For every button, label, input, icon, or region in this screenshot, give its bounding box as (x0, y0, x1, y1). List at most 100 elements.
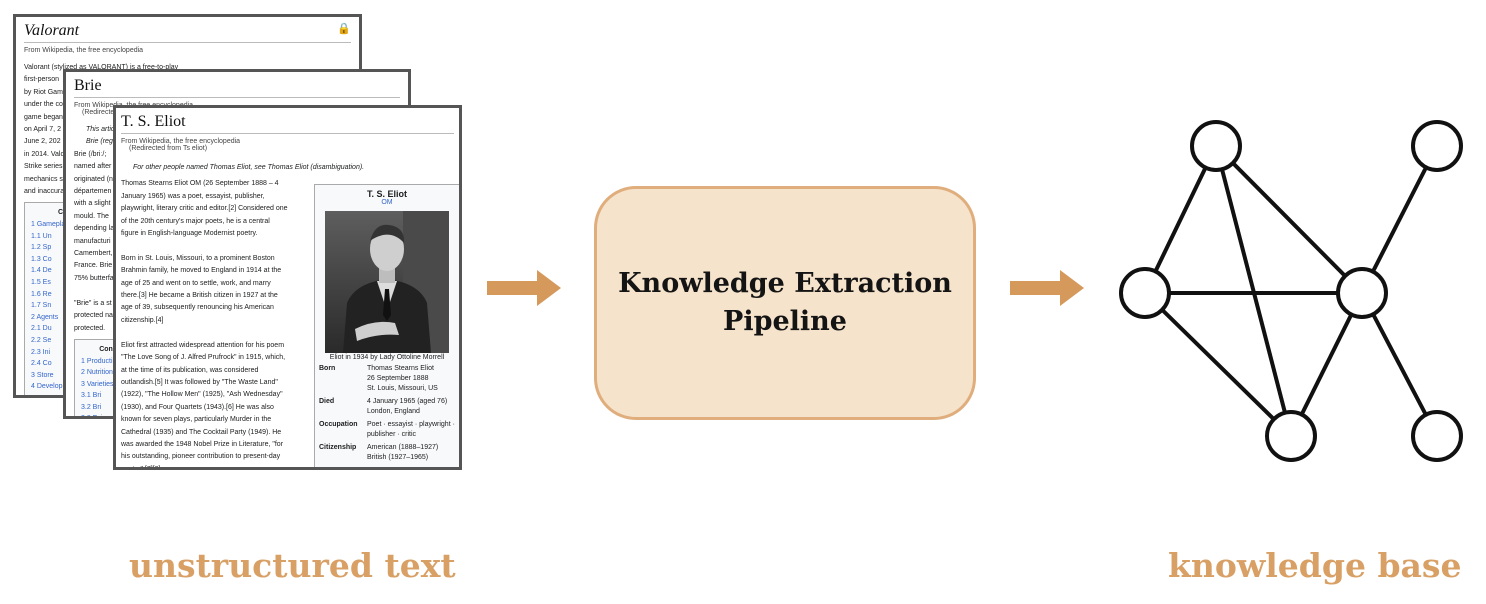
infobox-caption: Eliot in 1934 by Lady Ottoline Morrell (329, 354, 445, 361)
text-line (121, 240, 311, 252)
page-subtitle: From Wikipedia, the free encyclopedia (24, 47, 144, 54)
text-line: Cathedral (1935) and The Cocktail Party … (121, 428, 282, 436)
graph-node (1411, 120, 1463, 172)
text-line: his outstanding, pioneer contribution to… (121, 453, 281, 461)
graph-node (1336, 267, 1388, 319)
text-line: Thomas Stearns Eliot OM (26 September 18… (121, 180, 279, 188)
toc-item: 3.3 Exi (81, 415, 103, 419)
redirect-note: (Redirected from Ts eliot) (129, 145, 208, 152)
text-line: named after (74, 163, 112, 171)
text-line: France. Brie (74, 262, 113, 270)
toc-item: 3 Varieties (81, 380, 114, 388)
infobox-honor: OM (381, 199, 393, 206)
text-line: Born in St. Louis, Missouri, to a promin… (121, 254, 275, 262)
page-title: T. S. Eliot (121, 113, 454, 134)
text-line: game began (24, 113, 63, 121)
text-line: playwright, literary critic and editor.[… (121, 205, 288, 213)
toc-item: 1 Gamepla (31, 221, 66, 229)
text-line: known for seven plays, particularly Murd… (121, 416, 272, 424)
text-line: Brie (/briː/; (74, 150, 107, 158)
arrow-right-icon (487, 270, 561, 306)
portrait-photo (325, 211, 449, 353)
text-line: age of 25 and went on to settle, work, a… (121, 279, 271, 287)
text-line: mould. The (74, 212, 109, 220)
arrow-right-icon (1010, 270, 1084, 306)
infobox: T. S. Eliot OM Eliot in 1934 by Lady Ott… (314, 184, 459, 467)
caption-knowledge-base: knowledge base (1168, 546, 1462, 585)
text-line: Valorant (stylized as VALORANT) is a fre… (24, 64, 179, 71)
text-line: Camembert, (74, 250, 113, 258)
toc-item: 2.4 Co (31, 360, 52, 368)
article-text: Thomas Stearns Eliot OM (26 September 18… (121, 178, 311, 470)
graph-edge (1289, 292, 1364, 437)
text-line: manufacturi (74, 237, 111, 245)
infobox-value: British (1927–1965) (367, 454, 429, 461)
text-line: citizenship.[4] (121, 316, 164, 324)
infobox-value: publisher · critic (367, 431, 417, 438)
text-line: on April 7, 2 (24, 126, 61, 134)
toc-item: 1 Producti (81, 357, 113, 365)
graph-edge (1143, 145, 1218, 294)
text-line: was awarded the 1948 Nobel Prize in Lite… (121, 440, 284, 448)
toc-item: 2.2 Se (31, 337, 52, 344)
toc-item: 2.3 Ini (31, 348, 51, 356)
text-line: Brahmin family, he moved to England in 1… (121, 267, 282, 275)
toc-item: 4 Develop (31, 383, 63, 391)
caption-unstructured-text: unstructured text (129, 546, 456, 585)
text-line: under the co (24, 101, 63, 109)
hatnote-line: Brie (reg (86, 138, 113, 146)
graph-node (1190, 120, 1242, 172)
text-line: January 1965) was a poet, essayist, publ… (121, 192, 265, 200)
toc-item: 2 Agents (31, 313, 59, 321)
toc-item: 3 Store (31, 371, 54, 379)
text-line (121, 327, 311, 339)
toc-item: 1.3 Co (31, 255, 52, 263)
text-line: originated (n (74, 175, 113, 183)
text-line: of the 20th century's major poets, he is… (121, 217, 270, 225)
page-title: Valorant 🔒 (24, 22, 351, 43)
text-line: at the time of its publication, was cons… (121, 366, 259, 374)
text-line: June 2, 202 (24, 138, 61, 146)
text-line: départemen (74, 188, 112, 196)
text-line: in 2014. Valo (24, 150, 65, 158)
text-line: and inaccura (24, 188, 65, 196)
text-line: first-person (24, 76, 60, 84)
toc-item: 3.1 Bri (81, 392, 102, 400)
article-text: Brie (/briː/; named after originated (n dép… (74, 149, 400, 335)
toc-item: 1.2 Sp (31, 244, 52, 252)
page-title: Brie (74, 77, 400, 98)
infobox-value: 26 September 1888 (367, 375, 429, 382)
page-subtitle: From Wikipedia, the free encyclopedia (121, 138, 241, 145)
infobox-value: London, England (367, 408, 420, 415)
text-line: by Riot Gam (24, 88, 63, 96)
text-line: age of 39, subsequently renouncing his A… (121, 304, 274, 312)
text-line: figure in English-language Modernist poe… (121, 230, 258, 238)
graph-edge (1214, 144, 1364, 295)
text-line: (1930), and Four Quartets (1943).[6] He … (121, 403, 274, 411)
hatnote-line: This artic (86, 126, 115, 133)
hatnote: For other people named Thomas Eliot, see… (133, 164, 365, 171)
graph-node (1265, 410, 1317, 462)
text-line: outlandish.[5] It was followed by "The W… (121, 378, 278, 386)
text-line: 75% butterfa (74, 274, 114, 282)
text-line: (1922), "The Hollow Men" (1925), "Ash We… (121, 391, 283, 399)
toc-item: 2.1 Du (31, 325, 52, 333)
text-line: Strike series (24, 163, 63, 171)
graph-edge (1360, 292, 1439, 437)
infobox-value: St. Louis, Missouri, US (367, 385, 438, 392)
text-line: Eliot first attracted widespread attenti… (121, 341, 285, 349)
knowledge-graph (1119, 120, 1463, 462)
wiki-page-eliot: T. S. Eliot From Wikipedia, the free enc… (113, 105, 462, 470)
infobox-value: Poet · essayist · playwright · (367, 421, 455, 428)
infobox-value: Thomas Stearns Eliot (367, 365, 434, 372)
graph-edge (1143, 291, 1293, 438)
infobox-title: T. S. Eliot (366, 189, 407, 199)
article-text: Valorant (stylized as VALORANT) is a fre… (24, 62, 351, 198)
text-line: poetry".[7][8] (121, 465, 161, 470)
toc-item: 2 Nutrition (81, 369, 113, 377)
